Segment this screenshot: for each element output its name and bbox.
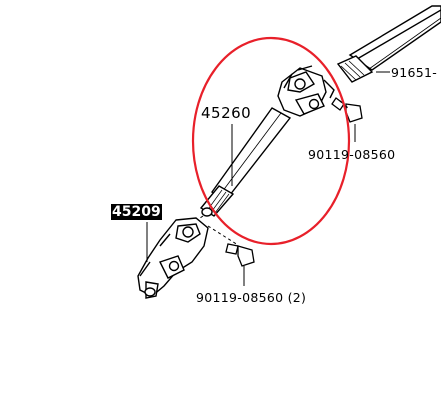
upper-bolt <box>331 97 363 123</box>
intermediate-shaft <box>199 107 292 217</box>
upper-universal-joint <box>277 65 335 117</box>
label-91651: 91651- <box>391 65 438 80</box>
lower-bolt <box>225 243 255 267</box>
steering-column-upper <box>336 5 441 83</box>
lower-universal-joint <box>137 217 209 299</box>
highlight-circle <box>191 36 351 246</box>
label-45209: 45209 <box>111 204 162 220</box>
label-bolt-lower: 90119-08560 (2) <box>196 290 307 305</box>
label-bolt-upper: 90119-08560 <box>308 147 396 162</box>
leader-lines <box>146 71 390 286</box>
label-45260: 45260 <box>201 104 252 122</box>
